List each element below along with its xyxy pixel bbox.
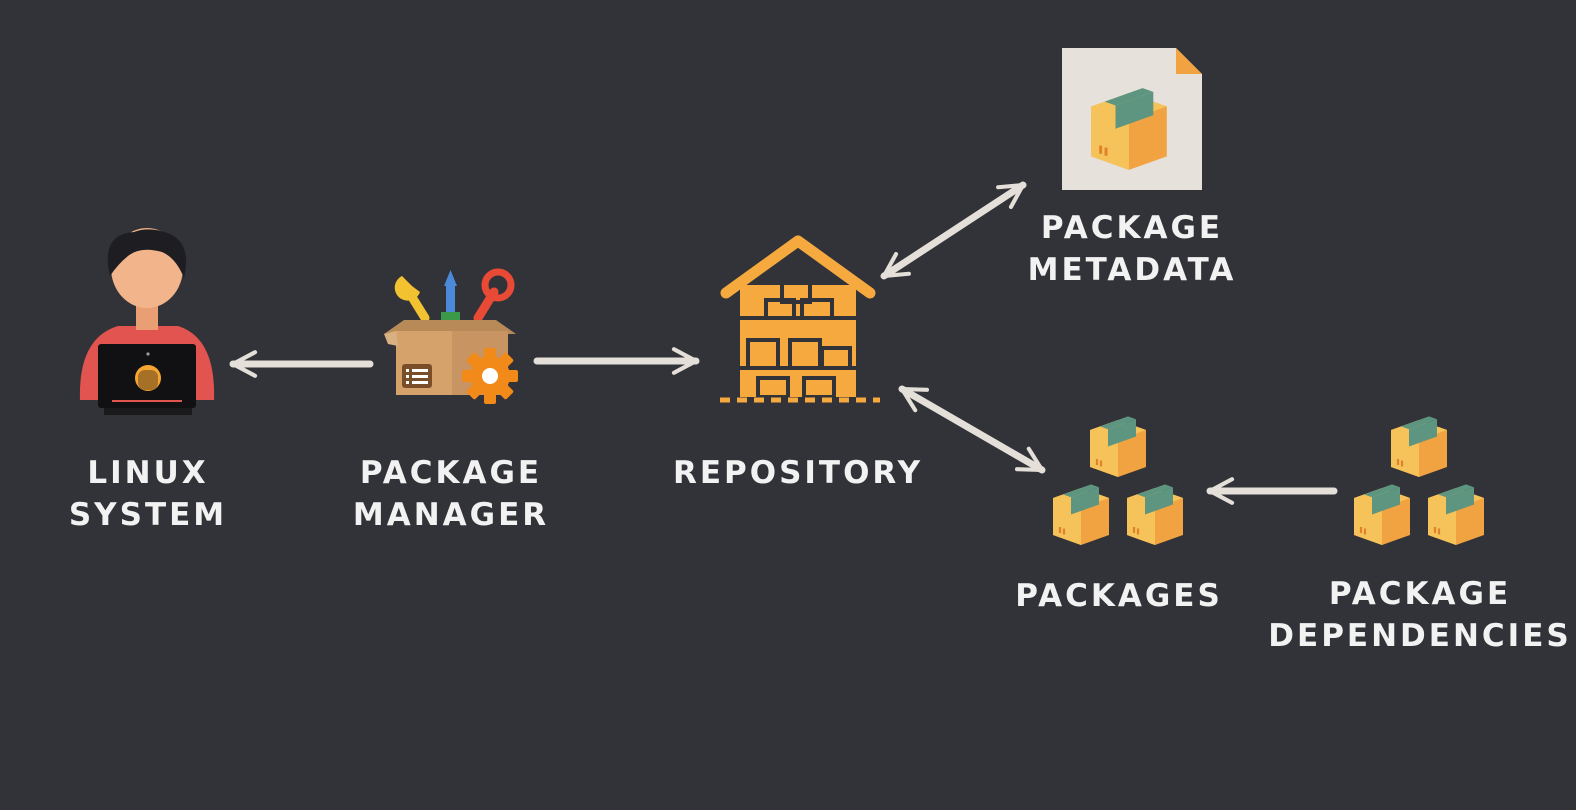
arrow-repository-package-metadata	[880, 181, 1027, 280]
package-metadata-label: PACKAGE METADATA	[1028, 207, 1237, 291]
linux-system-label: LINUX SYSTEM	[69, 452, 227, 536]
repository-label: REPOSITORY	[673, 452, 923, 494]
linux-system-label-line-2: SYSTEM	[68, 497, 228, 533]
package-manager-label-line-2: MANAGER	[352, 497, 550, 533]
package-manager-label-line-1: PACKAGE	[359, 455, 543, 491]
package-dependencies-label-line-1: PACKAGE	[1328, 576, 1512, 612]
repository-label-line-1: REPOSITORY	[672, 455, 924, 491]
package-manager-label: PACKAGE MANAGER	[353, 452, 549, 536]
packages-stack-icon	[1053, 416, 1183, 545]
package-metadata-label-line-1: PACKAGE	[1040, 210, 1224, 246]
package-dependencies-stack-icon	[1354, 416, 1484, 545]
packages-label: PACKAGES	[1015, 575, 1223, 617]
package-dependencies-label: PACKAGE DEPENDENCIES	[1268, 573, 1571, 657]
linux-system-label-line-1: LINUX	[87, 455, 209, 491]
warehouse-icon	[720, 235, 880, 403]
package-metadata-label-line-2: METADATA	[1027, 252, 1237, 288]
toolbox-with-tools-icon	[384, 268, 518, 404]
packages-label-line-1: PACKAGES	[1015, 578, 1223, 614]
user-at-laptop-icon	[79, 228, 215, 415]
package-dependencies-label-line-2: DEPENDENCIES	[1268, 618, 1572, 654]
arrow-repository-packages	[898, 385, 1046, 474]
package-document-icon	[1062, 48, 1202, 190]
